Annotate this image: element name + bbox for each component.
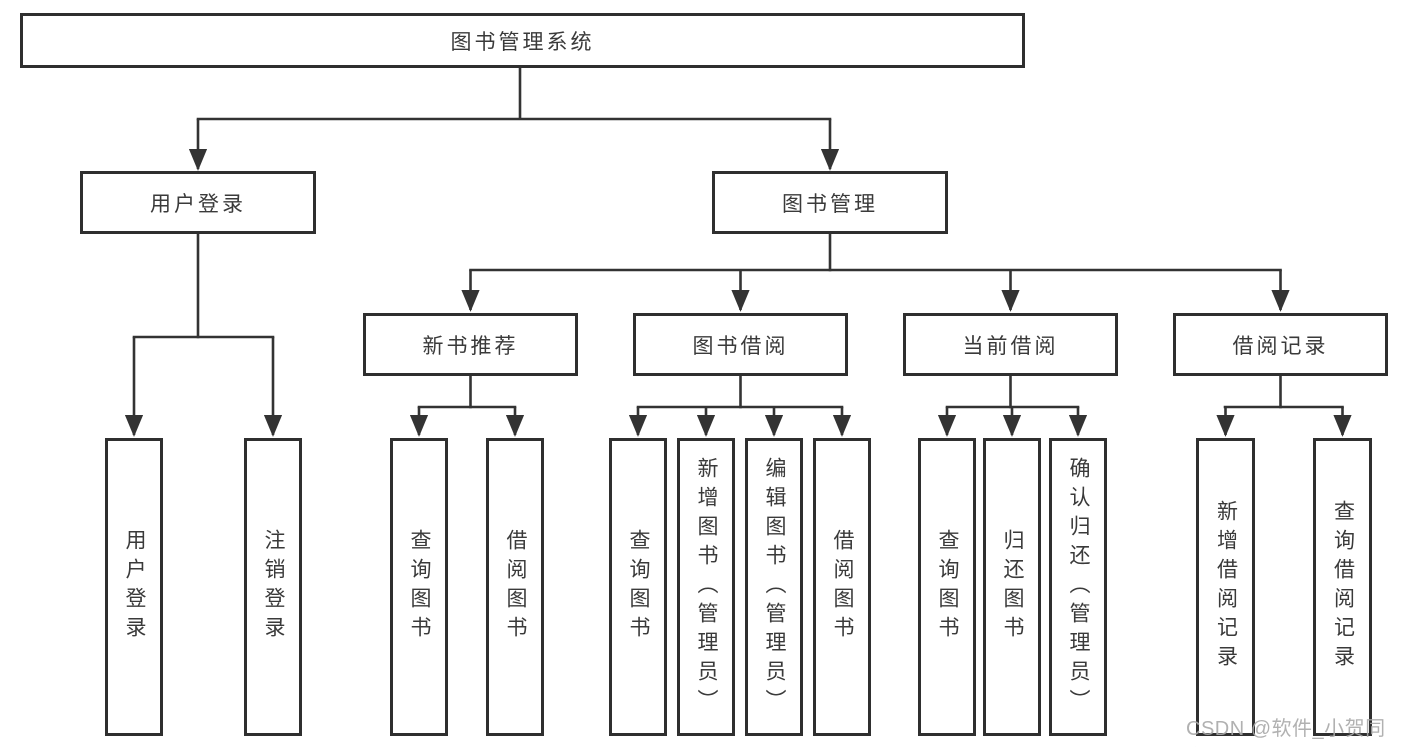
leaf-borrow-book: 借阅图书 [813,438,871,736]
leaf-query-book-borrow: 查询图书 [609,438,667,736]
leaf-return-book: 归还图书 [983,438,1041,736]
node-book-borrowing: 图书借阅 [633,313,848,376]
leaf-logout: 注销登录 [244,438,302,736]
leaf-add-book-admin: 新增图书（管理员） [677,438,735,736]
node-new-book-recommend: 新书推荐 [363,313,578,376]
leaf-edit-book-admin: 编辑图书（管理员） [745,438,803,736]
node-current-borrowing: 当前借阅 [903,313,1118,376]
node-library-management-system: 图书管理系统 [20,13,1025,68]
leaf-borrow-book-recommend: 借阅图书 [486,438,544,736]
leaf-query-borrow-record: 查询借阅记录 [1313,438,1372,736]
leaf-query-book-recommend: 查询图书 [390,438,448,736]
node-book-management: 图书管理 [712,171,948,234]
node-user-login: 用户登录 [80,171,316,234]
node-borrowing-records: 借阅记录 [1173,313,1388,376]
leaf-confirm-return-admin: 确认归还（管理员） [1049,438,1107,736]
leaf-add-borrow-record: 新增借阅记录 [1196,438,1255,736]
leaf-query-book-current: 查询图书 [918,438,976,736]
leaf-user-login: 用户登录 [105,438,163,736]
csdn-watermark: CSDN @软件_小贺同学 [1186,718,1386,740]
